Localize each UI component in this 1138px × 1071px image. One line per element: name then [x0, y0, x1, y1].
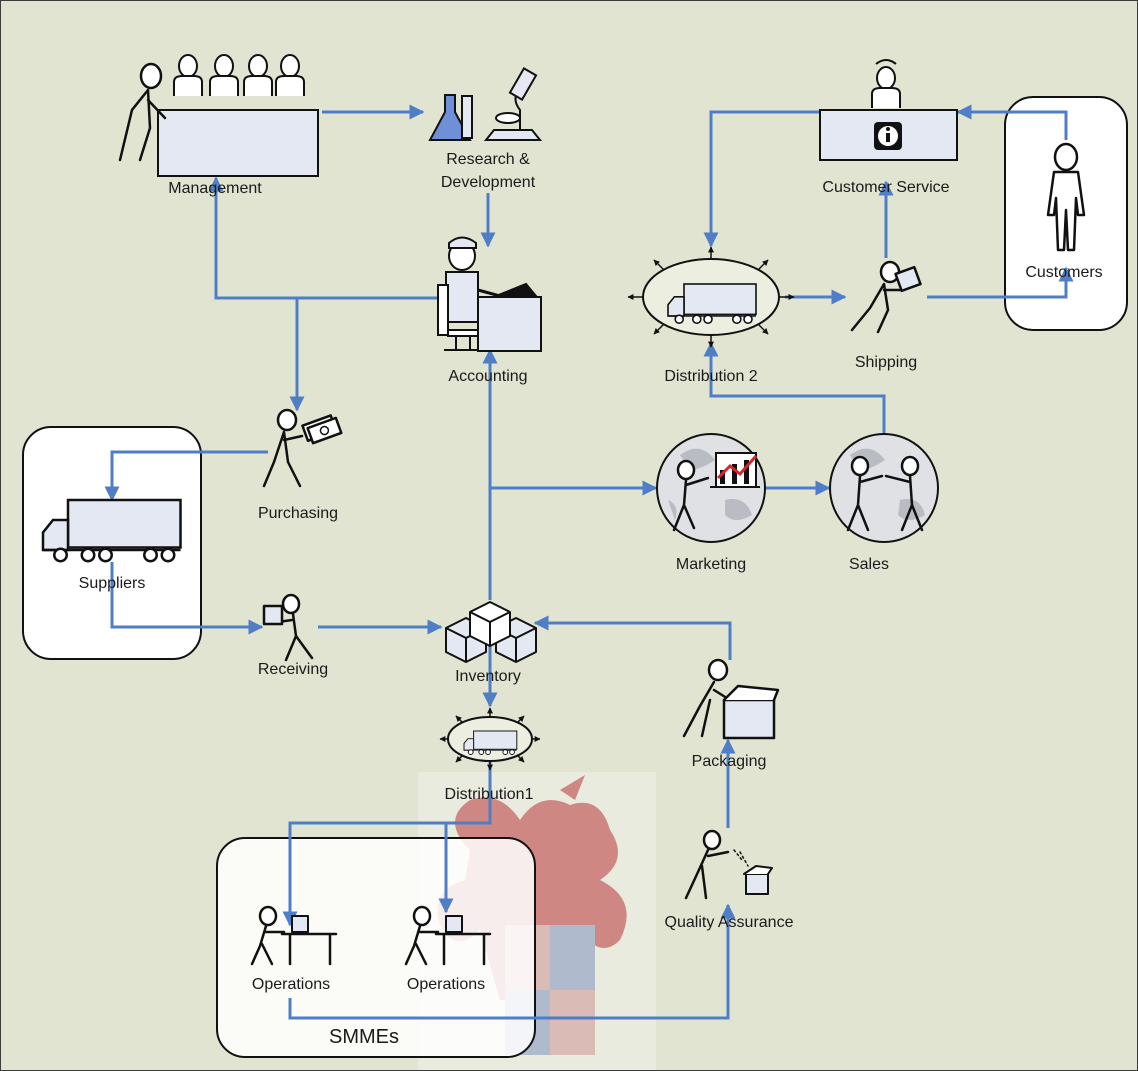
desk-worker-icon: [437, 236, 542, 352]
person-carrying-box-icon: [850, 260, 922, 334]
connector-packaging-inventory: [533, 615, 732, 660]
quality-assurance-label: Quality Assurance: [664, 914, 794, 931]
inventory-label: Inventory: [455, 668, 521, 685]
hub-arrows: [627, 246, 795, 348]
info-desk-icon: [819, 59, 958, 161]
connector-operations-qa: [288, 903, 736, 1020]
globe-chart-icon: [656, 433, 766, 543]
worker-at-table-icon: [250, 905, 338, 966]
distribution1-label: Distribution1: [444, 786, 534, 803]
connector-accounting-management: [208, 176, 440, 300]
person-icon: [1046, 142, 1086, 252]
connectors: [104, 104, 1074, 1020]
truck-hub-icon: [439, 707, 541, 771]
person-with-money-icon: [262, 408, 343, 488]
customer-service-label: Customer Service: [822, 179, 950, 196]
packaging-label: Packaging: [691, 753, 767, 770]
receiving-label: Receiving: [257, 661, 329, 678]
connector-service-distribution2: [703, 110, 820, 248]
customers-label: Customers: [1025, 264, 1103, 281]
globe-handshake-icon: [829, 433, 939, 543]
worker-at-table-icon: [404, 905, 492, 966]
smmes-label: SMMEs: [329, 1026, 399, 1048]
boxes-icon: [445, 601, 537, 663]
marketing-label: Marketing: [675, 556, 747, 573]
person-packing-box-icon: [682, 658, 780, 740]
smmes-container: [216, 837, 536, 1058]
person-inspecting-icon: [684, 829, 773, 900]
connector-customers-service: [956, 104, 1068, 140]
lab-microscope-icon: [428, 67, 543, 141]
connector-shipping-customers: [927, 266, 1074, 299]
purchasing-label: Purchasing: [257, 505, 339, 522]
person-receiving-box-icon: [262, 593, 314, 662]
connector-purchasing-suppliers: [104, 450, 268, 502]
meeting-table-icon: [118, 54, 319, 177]
connector-suppliers-receiving: [110, 562, 264, 635]
truck-hub-icon: [627, 246, 795, 348]
accounting-label: Accounting: [448, 368, 528, 385]
management-label: Management: [168, 180, 262, 197]
operations-2-label: Operations: [406, 976, 486, 993]
research-label-line1: Research &: [446, 151, 530, 168]
suppliers-label: Suppliers: [78, 575, 146, 592]
operations-1-label: Operations: [251, 976, 331, 993]
distribution2-label: Distribution 2: [664, 368, 758, 385]
research-label-line2: Development: [440, 174, 536, 191]
shipping-label: Shipping: [854, 354, 918, 371]
connector-sales-distribution2: [703, 341, 886, 437]
connector-distribution1-operations1: [282, 760, 492, 927]
sales-label: Sales: [848, 556, 890, 573]
